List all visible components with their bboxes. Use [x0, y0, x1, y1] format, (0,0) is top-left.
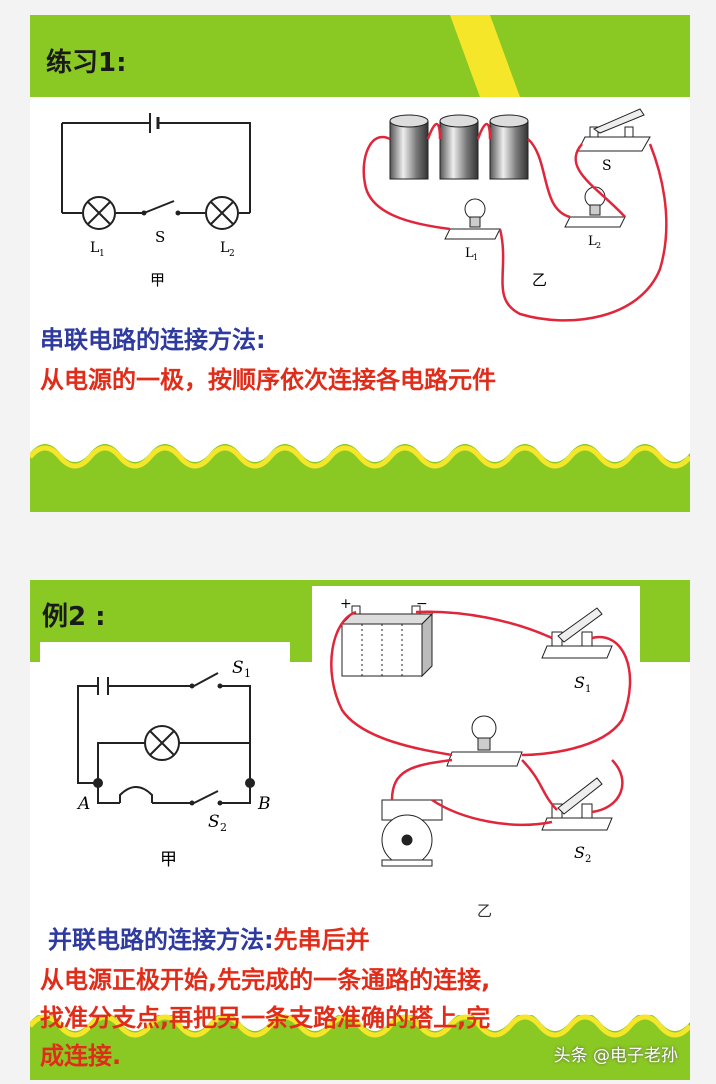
label-a: A — [76, 794, 90, 814]
label-l2: L — [220, 240, 229, 256]
label-s1-sub: 1 — [244, 667, 251, 680]
series-physical-diagram: S L 1 L 2 乙 — [362, 108, 668, 322]
switch-s1 — [541, 607, 613, 659]
battery-pack — [340, 605, 434, 678]
wave-footer — [30, 1000, 690, 1080]
label-s2: S — [574, 843, 585, 862]
parallel-physical-diagram: + − S 1 — [330, 596, 632, 867]
parallel-method-heading: 并联电路的连接方法:先串后并 — [48, 920, 370, 955]
label-s2-sub: 2 — [220, 821, 227, 834]
series-schematic-diagram: L 1 S L 2 甲 — [61, 113, 251, 289]
watermark: 头条 @电子老孙 — [553, 1046, 678, 1066]
wires — [362, 122, 668, 322]
caption-yi: 乙 — [477, 902, 493, 920]
parallel-schematic-diagram: S 1 A B S 2 甲 — [76, 658, 271, 870]
label-s1: S — [574, 673, 585, 692]
label-l1-sub: 1 — [473, 253, 478, 262]
label-switch: S — [155, 228, 165, 246]
series-method-body: 从电源的一极，按顺序依次连接各电路元件 — [40, 366, 496, 394]
example-title: 例2 : — [42, 602, 106, 632]
label-s2-sub: 2 — [585, 854, 591, 865]
caption-jia: 甲 — [150, 271, 165, 289]
label-s1-sub: 1 — [585, 684, 591, 695]
exercise-title: 练习1: — [46, 48, 127, 78]
switch-s2 — [541, 777, 613, 831]
label-minus: − — [416, 596, 428, 612]
parallel-body-line-3: 成连接. — [40, 1042, 122, 1070]
parallel-body-line-1: 从电源正极开始,先完成的一条通路的连接, — [40, 966, 491, 994]
parallel-method-label: 并联电路的连接方法: — [48, 926, 274, 954]
label-b: B — [257, 794, 271, 814]
bulb-l1 — [444, 198, 501, 240]
label-l1: L — [90, 240, 99, 256]
label-l2-sub: 2 — [596, 241, 601, 250]
label-l2: L — [588, 234, 597, 249]
label-switch: S — [602, 158, 612, 174]
bulb — [446, 715, 523, 767]
label-s2: S — [208, 812, 220, 832]
label-s1: S — [232, 658, 244, 678]
parallel-method-highlight: 先串后并 — [273, 926, 370, 954]
wave-footer — [30, 443, 690, 512]
schematic-panel — [40, 642, 290, 892]
wires — [330, 610, 632, 826]
bell — [381, 799, 443, 867]
label-l2-sub: 2 — [229, 249, 235, 259]
header-stripe — [450, 15, 520, 97]
parallel-body-line-2: 找准分支点,再把另一条支路准确的搭上,完 — [40, 1004, 491, 1032]
label-l1-sub: 1 — [99, 249, 105, 259]
label-plus: + — [340, 596, 352, 612]
series-method-heading: 串联电路的连接方法: — [40, 326, 266, 354]
exercise-1-card: 练习1: L 1 S L 2 甲 — [30, 15, 690, 512]
caption-yi: 乙 — [532, 271, 547, 289]
caption-jia: 甲 — [160, 850, 177, 870]
switch-component — [577, 108, 651, 152]
example-2-card: 例2 : S 1 A B S 2 甲 — [30, 580, 690, 1080]
label-l1: L — [465, 246, 474, 261]
header-band — [30, 15, 690, 97]
battery-cells — [389, 114, 529, 180]
